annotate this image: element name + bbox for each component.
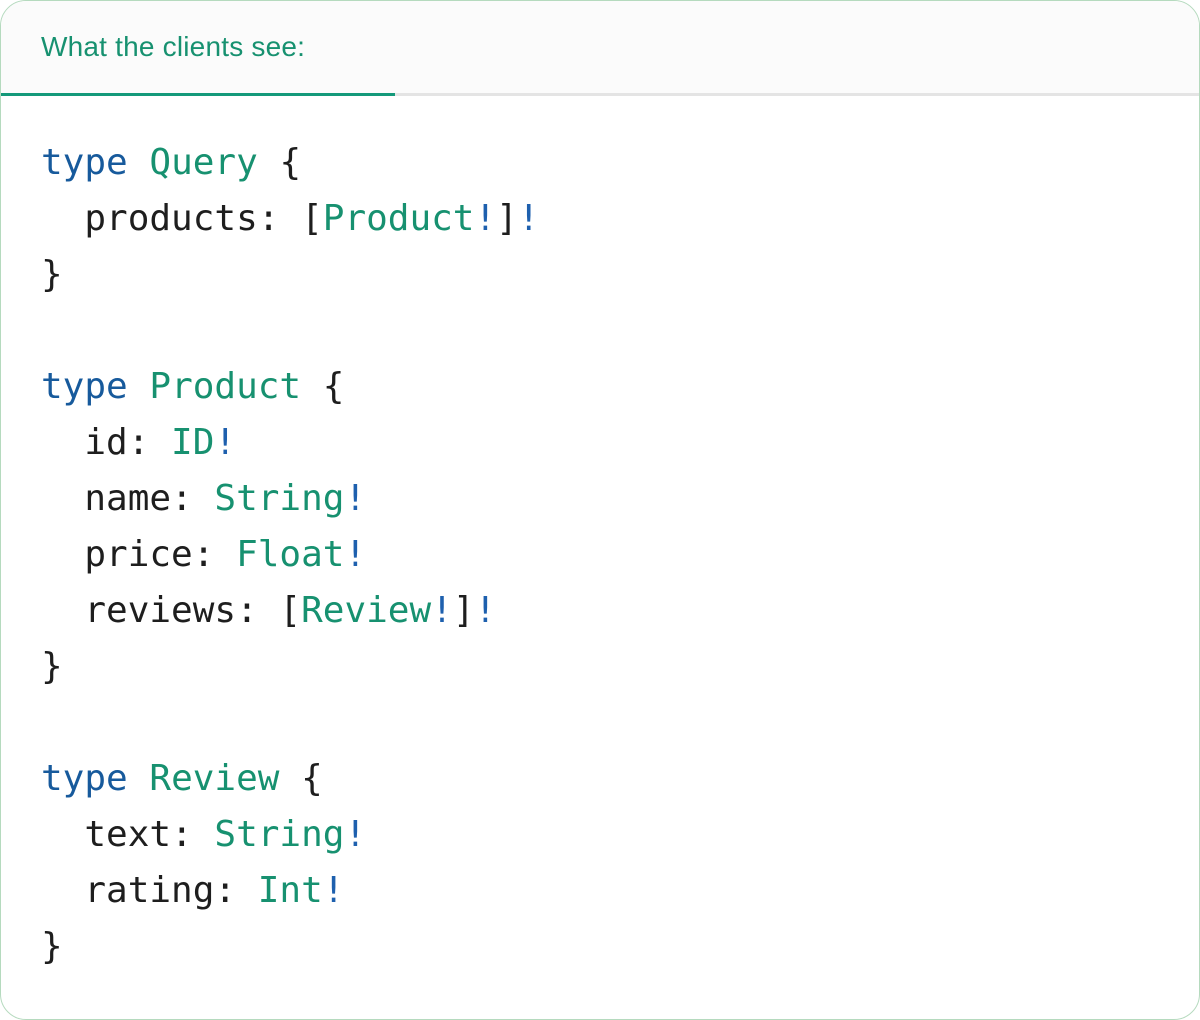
code-token: type [41,142,128,183]
code-token: id: [41,422,172,463]
active-tab-indicator [1,93,395,96]
code-line: } [41,247,1169,303]
code-token: Review [149,758,280,799]
code-line: } [41,639,1169,695]
code-token: ] [452,590,475,631]
tab-bar: What the clients see: [1,1,1199,96]
code-token: name: [41,478,215,519]
code-token: type [41,366,128,407]
code-token: } [41,926,63,967]
code-token: ! [214,422,237,463]
code-token: ! [344,534,367,575]
code-token: Review [301,590,432,631]
code-line: price: Float! [41,527,1169,583]
code-line: } [41,919,1169,975]
code-token: rating: [41,870,258,911]
code-token: } [41,646,63,687]
tab-label: What the clients see: [41,31,306,62]
code-token: Product [149,366,302,407]
code-token: ID [171,422,215,463]
code-line [41,303,1169,359]
code-token: } [41,254,63,295]
code-token: products: [ [41,198,323,239]
code-token: ! [517,198,540,239]
code-line [41,695,1169,751]
code-line: type Query { [41,135,1169,191]
tab-what-clients-see[interactable]: What the clients see: [1,1,305,93]
code-token: price: [41,534,237,575]
code-token: ! [322,870,345,911]
code-line: products: [Product!]! [41,191,1169,247]
code-token: reviews: [ [41,590,302,631]
code-token: Float [236,534,345,575]
code-token: Int [257,870,323,911]
code-token: String [214,814,345,855]
code-token: type [41,758,128,799]
code-line: id: ID! [41,415,1169,471]
code-line: type Review { [41,751,1169,807]
code-token: ! [344,814,367,855]
code-token: String [214,478,345,519]
code-token: { [301,366,345,407]
code-token: ] [496,198,518,239]
code-token: Product [322,198,475,239]
graphql-schema-code: type Query { products: [Product!]!}type … [1,96,1199,975]
code-line: reviews: [Review!]! [41,583,1169,639]
code-token: text: [41,814,215,855]
code-line: text: String! [41,807,1169,863]
code-token [128,366,150,407]
code-line: rating: Int! [41,863,1169,919]
code-token: ! [344,478,367,519]
code-token: ! [431,590,453,631]
code-token: Query [149,142,258,183]
code-token [128,758,150,799]
code-line: name: String! [41,471,1169,527]
code-token: ! [474,198,497,239]
code-token [128,142,150,183]
code-token: { [257,142,302,183]
code-token: ! [474,590,497,631]
code-token: { [279,758,323,799]
code-line: type Product { [41,359,1169,415]
